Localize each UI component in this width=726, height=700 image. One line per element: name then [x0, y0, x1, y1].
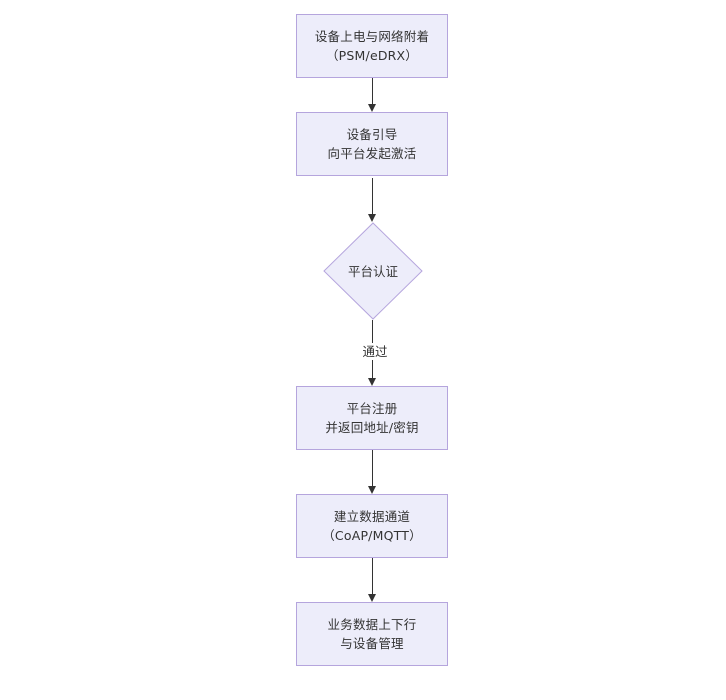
- arrow-head-icon: [368, 594, 376, 602]
- flow-edge-power-on-to-bootstrap: [372, 78, 373, 104]
- flow-node-bootstrap-line-2: 向平台发起激活: [327, 146, 417, 161]
- diamond-shape-icon: [323, 222, 423, 320]
- flow-edge-label-pass: 通过: [355, 343, 395, 360]
- flow-node-bootstrap[interactable]: 设备引导 向平台发起激活: [296, 112, 448, 176]
- flow-edge-register-to-data-channel: [372, 450, 373, 486]
- arrow-head-icon: [368, 104, 376, 112]
- flow-node-data-channel-line-2: （CoAP/MQTT）: [322, 528, 422, 543]
- arrow-head-icon: [368, 214, 376, 222]
- flow-node-business-data-line-2: 与设备管理: [340, 636, 404, 651]
- arrow-head-icon: [368, 486, 376, 494]
- flow-node-business-data-line-1: 业务数据上下行: [327, 617, 417, 632]
- flow-node-power-on[interactable]: 设备上电与网络附着 （PSM/eDRX）: [296, 14, 448, 78]
- flow-node-platform-register-line-2: 并返回地址/密钥: [325, 420, 419, 435]
- flow-node-bootstrap-line-1: 设备引导: [346, 127, 398, 142]
- flow-node-power-on-line-2: （PSM/eDRX）: [325, 48, 419, 63]
- flow-node-data-channel-line-1: 建立数据通道: [333, 509, 411, 524]
- flow-node-platform-auth-label: 平台认证: [347, 263, 398, 279]
- flow-node-business-data[interactable]: 业务数据上下行 与设备管理: [296, 602, 448, 666]
- flow-node-power-on-line-1: 设备上电与网络附着: [314, 29, 430, 44]
- flow-node-platform-register-line-1: 平台注册: [346, 401, 398, 416]
- flow-node-platform-register[interactable]: 平台注册 并返回地址/密钥: [296, 386, 448, 450]
- flow-node-data-channel[interactable]: 建立数据通道 （CoAP/MQTT）: [296, 494, 448, 558]
- flow-edge-data-channel-to-business: [372, 558, 373, 594]
- flow-edge-bootstrap-to-platform-auth: [372, 178, 373, 214]
- arrow-head-icon: [368, 378, 376, 386]
- flow-node-platform-auth[interactable]: 平台认证: [323, 222, 423, 320]
